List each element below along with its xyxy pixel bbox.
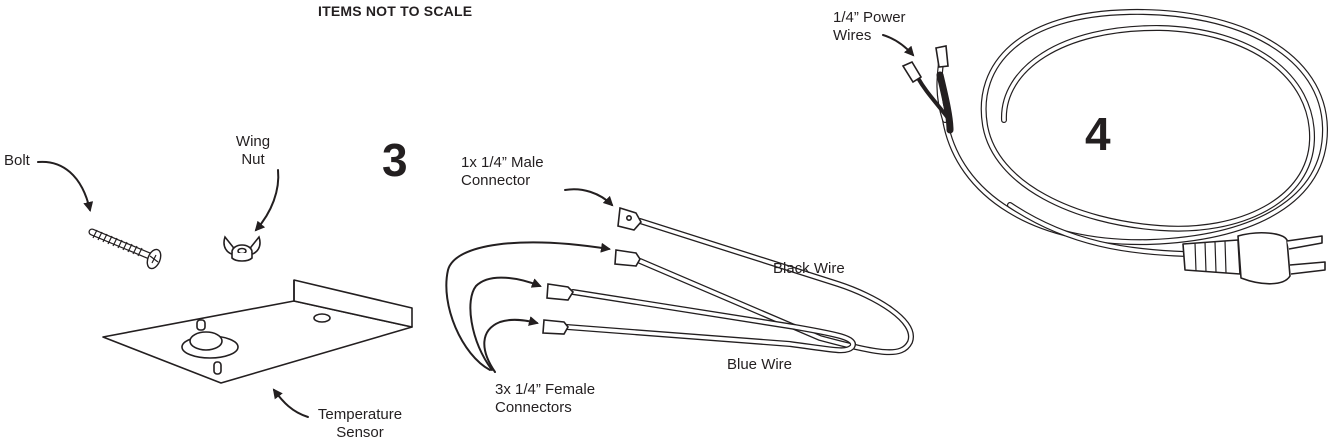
bolt-label: Bolt <box>4 152 30 169</box>
temperature-sensor-label-line-1: Temperature <box>317 406 403 423</box>
section-number-3: 3 <box>382 134 408 186</box>
wing-nut-label-line-1: Wing <box>235 133 271 150</box>
female-connectors-label-line-2: Connectors <box>495 399 572 416</box>
temperature-sensor-icon <box>102 279 413 384</box>
wire-harness-icon <box>445 188 914 373</box>
blue-wire-label: Blue Wire <box>727 356 793 373</box>
male-connector-label: 1x 1/4” Male Connector <box>461 154 544 190</box>
wing-nut-label-line-2: Nut <box>241 151 265 168</box>
page-title: ITEMS NOT TO SCALE <box>318 3 473 19</box>
plug-icon <box>1182 231 1326 285</box>
callout-arrows <box>37 34 915 418</box>
temperature-sensor-label-line-2: Sensor <box>336 424 384 441</box>
temperature-sensor-label: Temperature Sensor <box>302 406 418 442</box>
power-cord-icon <box>901 8 1329 257</box>
black-wire-label: Black Wire <box>773 260 845 277</box>
wing-nut-icon <box>223 235 261 262</box>
male-connector-label-line-1: 1x 1/4” Male <box>461 154 544 171</box>
power-wires-label: 1/4” Power Wires <box>833 9 906 45</box>
wing-nut-label: Wing Nut <box>220 133 286 169</box>
power-wires-label-line-1: 1/4” Power <box>833 9 906 26</box>
power-wires-label-line-2: Wires <box>833 27 872 44</box>
bolt-icon <box>88 228 162 270</box>
female-connectors-label: 3x 1/4” Female Connectors <box>495 381 595 417</box>
male-connector-label-line-2: Connector <box>461 172 531 189</box>
section-number-4: 4 <box>1085 108 1111 160</box>
female-connectors-label-line-1: 3x 1/4” Female <box>495 381 596 398</box>
